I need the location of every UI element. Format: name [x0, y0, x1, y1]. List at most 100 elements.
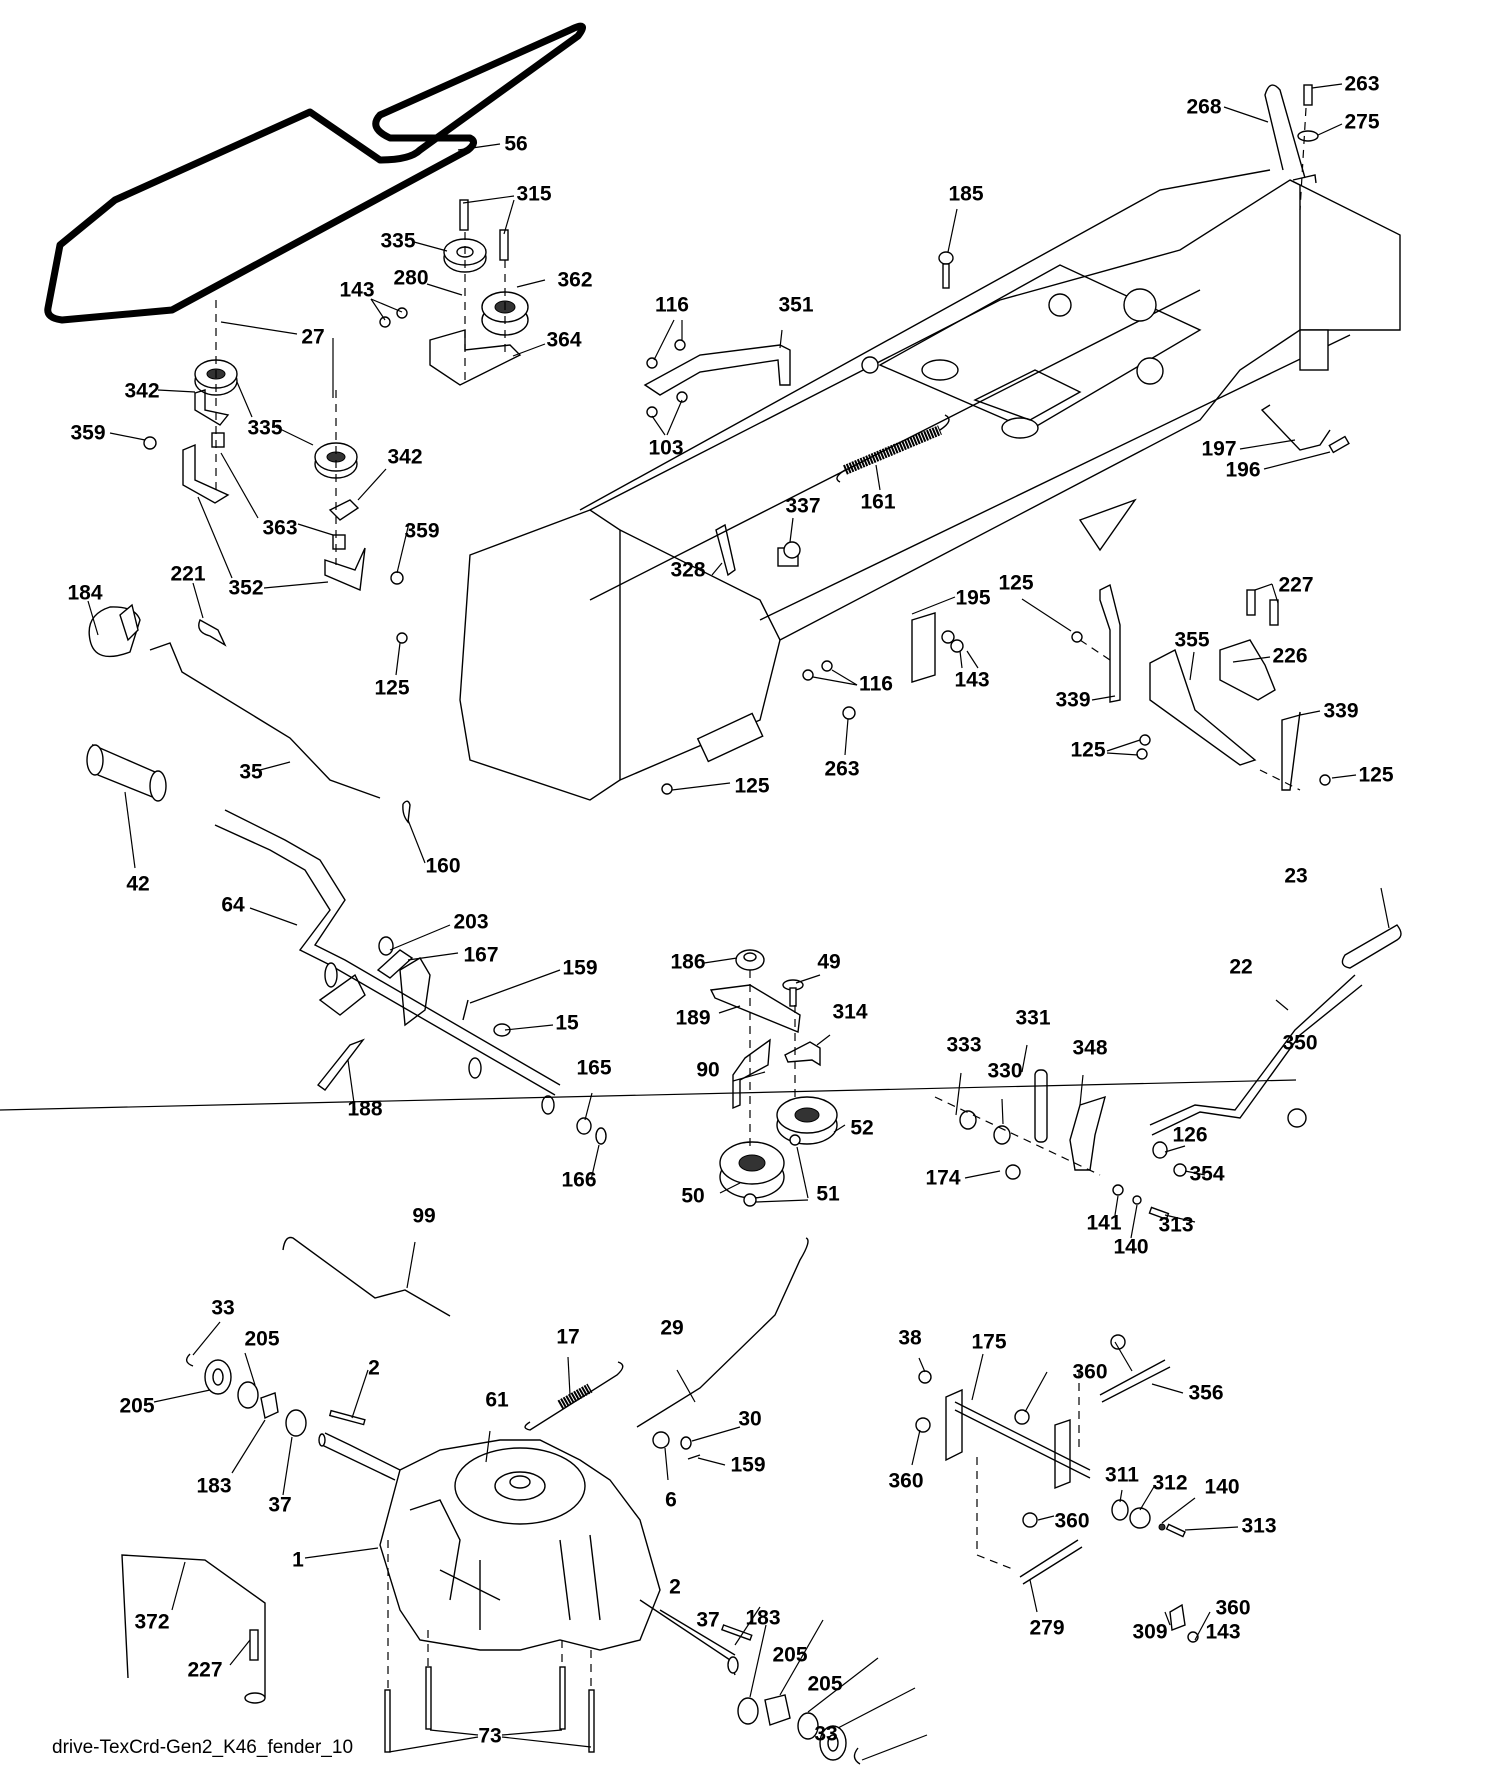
callout-141: 141: [1086, 1211, 1122, 1235]
callout-174: 174: [925, 1166, 961, 1190]
callout-359: 359: [404, 519, 440, 543]
callout-166: 166: [561, 1168, 597, 1192]
callout-362: 362: [557, 268, 593, 292]
callout-339: 339: [1323, 699, 1359, 723]
callout-312: 312: [1152, 1471, 1188, 1495]
callout-33: 33: [814, 1722, 838, 1746]
pin-160: [402, 800, 411, 824]
callout-167: 167: [463, 943, 499, 967]
callout-6: 6: [665, 1488, 677, 1512]
callout-263: 263: [1344, 72, 1380, 96]
grip-42: [86, 743, 167, 802]
callout-363: 363: [262, 516, 298, 540]
callout-183: 183: [745, 1606, 781, 1630]
callout-339: 339: [1055, 688, 1091, 712]
callout-333: 333: [946, 1033, 982, 1057]
rod-35: [149, 642, 381, 799]
callout-335: 335: [380, 229, 416, 253]
callout-165: 165: [576, 1056, 612, 1080]
callout-175: 175: [971, 1330, 1007, 1354]
rod-99: [282, 1236, 451, 1317]
callout-42: 42: [126, 872, 150, 896]
callout-140: 140: [1113, 1235, 1149, 1259]
callout-360: 360: [1054, 1509, 1090, 1533]
callout-226: 226: [1272, 644, 1308, 668]
callout-159: 159: [730, 1453, 766, 1477]
callout-73: 73: [478, 1724, 502, 1748]
callout-197: 197: [1201, 437, 1237, 461]
callout-50: 50: [681, 1184, 705, 1208]
shaft-assembly-175: [915, 1334, 1199, 1643]
transaxle: [318, 1432, 753, 1753]
callout-161: 161: [860, 490, 896, 514]
callout-143: 143: [339, 278, 375, 302]
idler-assembly-189: [709, 949, 838, 1207]
callout-331: 331: [1015, 1006, 1051, 1030]
callout-330: 330: [987, 1059, 1023, 1083]
tractor-frame: [459, 169, 1401, 801]
callout-185: 185: [948, 182, 984, 206]
callout-221: 221: [170, 562, 206, 586]
callout-189: 189: [675, 1006, 711, 1030]
callout-99: 99: [412, 1204, 436, 1228]
callout-315: 315: [516, 182, 552, 206]
callout-33: 33: [211, 1296, 235, 1320]
idler-bracket-upper: [379, 199, 529, 386]
callout-125: 125: [1358, 763, 1394, 787]
diagram-caption: drive-TexCrd-Gen2_K46_fender_10: [52, 1737, 354, 1758]
callout-38: 38: [898, 1326, 922, 1350]
callout-188: 188: [347, 1097, 383, 1121]
callout-364: 364: [546, 328, 582, 352]
callout-125: 125: [734, 774, 770, 798]
callout-355: 355: [1174, 628, 1210, 652]
callout-103: 103: [648, 436, 684, 460]
callout-342: 342: [124, 379, 160, 403]
callout-263: 263: [824, 757, 860, 781]
callout-37: 37: [696, 1608, 720, 1632]
callout-61: 61: [485, 1388, 509, 1412]
lever-assembly-22: [934, 924, 1402, 1221]
callout-143: 143: [1205, 1620, 1241, 1644]
callout-205: 205: [244, 1327, 280, 1351]
callout-1: 1: [292, 1548, 304, 1572]
callout-313: 313: [1158, 1213, 1194, 1237]
callout-352: 352: [228, 576, 264, 600]
spring-17: [524, 1361, 624, 1431]
callout-280: 280: [393, 266, 429, 290]
callout-37: 37: [268, 1493, 292, 1517]
callout-125: 125: [998, 571, 1034, 595]
axle-hardware-left: [185, 1353, 366, 1437]
callout-17: 17: [556, 1325, 580, 1349]
callout-125: 125: [374, 676, 410, 700]
callout-268: 268: [1186, 95, 1222, 119]
callout-35: 35: [239, 760, 263, 784]
callout-360: 360: [888, 1469, 924, 1493]
callout-313: 313: [1241, 1514, 1277, 1538]
idler-bracket-lower: [143, 300, 404, 592]
callout-337: 337: [785, 494, 821, 518]
callout-351: 351: [778, 293, 814, 317]
callout-348: 348: [1072, 1036, 1108, 1060]
callout-27: 27: [301, 325, 325, 349]
callout-140: 140: [1204, 1475, 1240, 1499]
callout-116: 116: [655, 293, 689, 317]
callout-186: 186: [670, 950, 706, 974]
callout-56: 56: [504, 132, 528, 156]
callout-196: 196: [1225, 458, 1261, 482]
callout-160: 160: [425, 854, 461, 878]
callout-30: 30: [738, 1407, 762, 1431]
callout-23: 23: [1284, 864, 1308, 888]
callout-2: 2: [669, 1575, 681, 1599]
arm-328: [715, 523, 736, 577]
rod-29: [636, 1237, 809, 1428]
callout-15: 15: [555, 1011, 579, 1035]
callout-143: 143: [954, 668, 990, 692]
callout-279: 279: [1029, 1616, 1065, 1640]
callout-350: 350: [1282, 1031, 1318, 1055]
callout-49: 49: [817, 950, 841, 974]
callout-205: 205: [807, 1672, 843, 1696]
callout-64: 64: [221, 893, 245, 917]
callout-227: 227: [1278, 573, 1314, 597]
callout-125: 125: [1070, 738, 1106, 762]
